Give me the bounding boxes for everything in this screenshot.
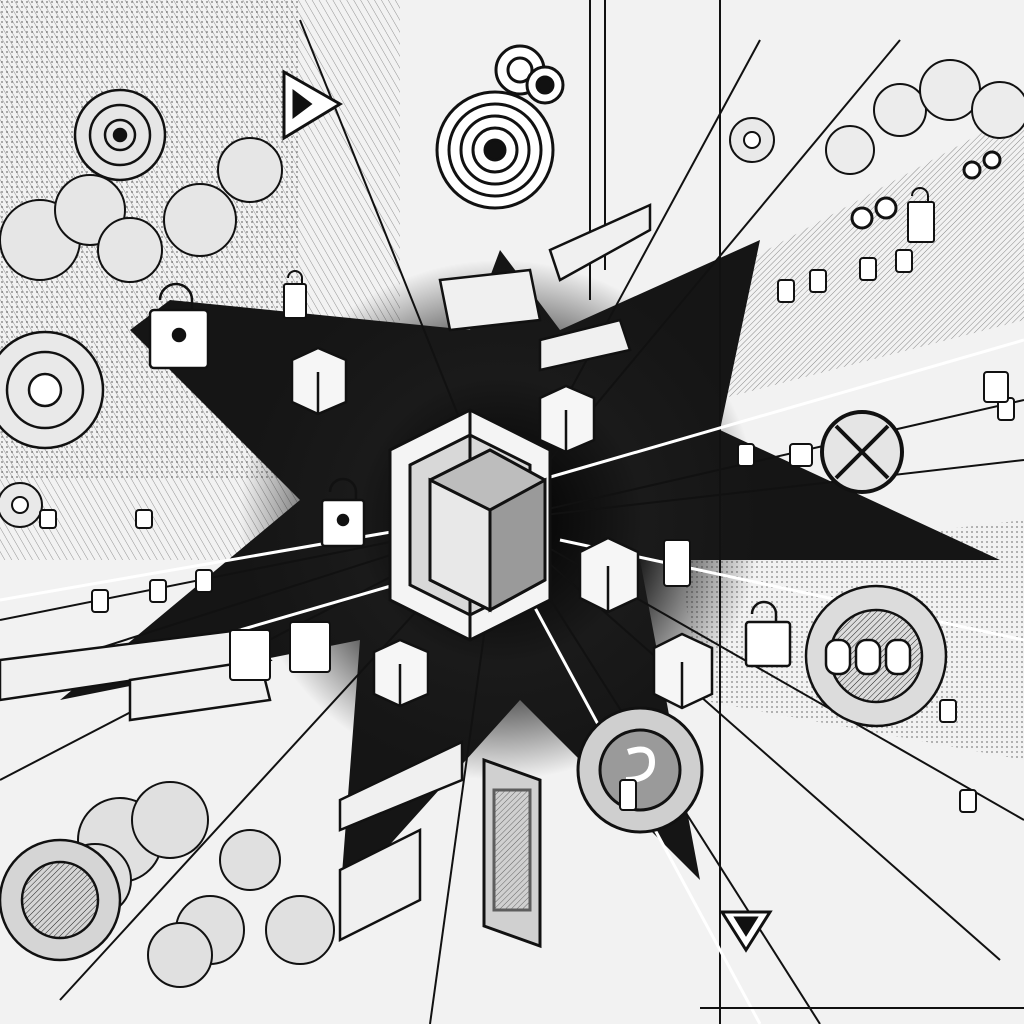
padlock-icon: [283, 270, 307, 319]
padlock-icon: [744, 600, 792, 668]
chain-tag: [39, 249, 1015, 813]
chain-circles: [850, 150, 1002, 230]
padlock-icon: [320, 477, 366, 548]
block-icon: [538, 384, 596, 454]
circular-badge: [804, 584, 948, 728]
block-icon: [578, 536, 640, 614]
cloud-cluster: [0, 137, 283, 283]
spiral-eye: [435, 44, 565, 210]
gear-icon: [729, 117, 775, 163]
medallion: [0, 838, 122, 962]
padlock-icon: [148, 282, 210, 370]
triangle-warning-icon: [719, 910, 773, 953]
triangle-warning-icon: [282, 69, 343, 141]
block-icon: [372, 638, 430, 708]
central-cube: [428, 448, 547, 613]
left-spiral: [73, 88, 167, 182]
swirl-emblem: [576, 706, 704, 834]
block-icon: [652, 632, 714, 710]
door-panel: [482, 757, 542, 949]
padlock-icon: [907, 187, 935, 243]
cloud-cluster: [825, 59, 1024, 175]
gear-icon: [0, 330, 105, 450]
circle-x-icon: [820, 410, 904, 494]
block-icon: [290, 346, 348, 416]
gear-icon: [0, 482, 43, 528]
